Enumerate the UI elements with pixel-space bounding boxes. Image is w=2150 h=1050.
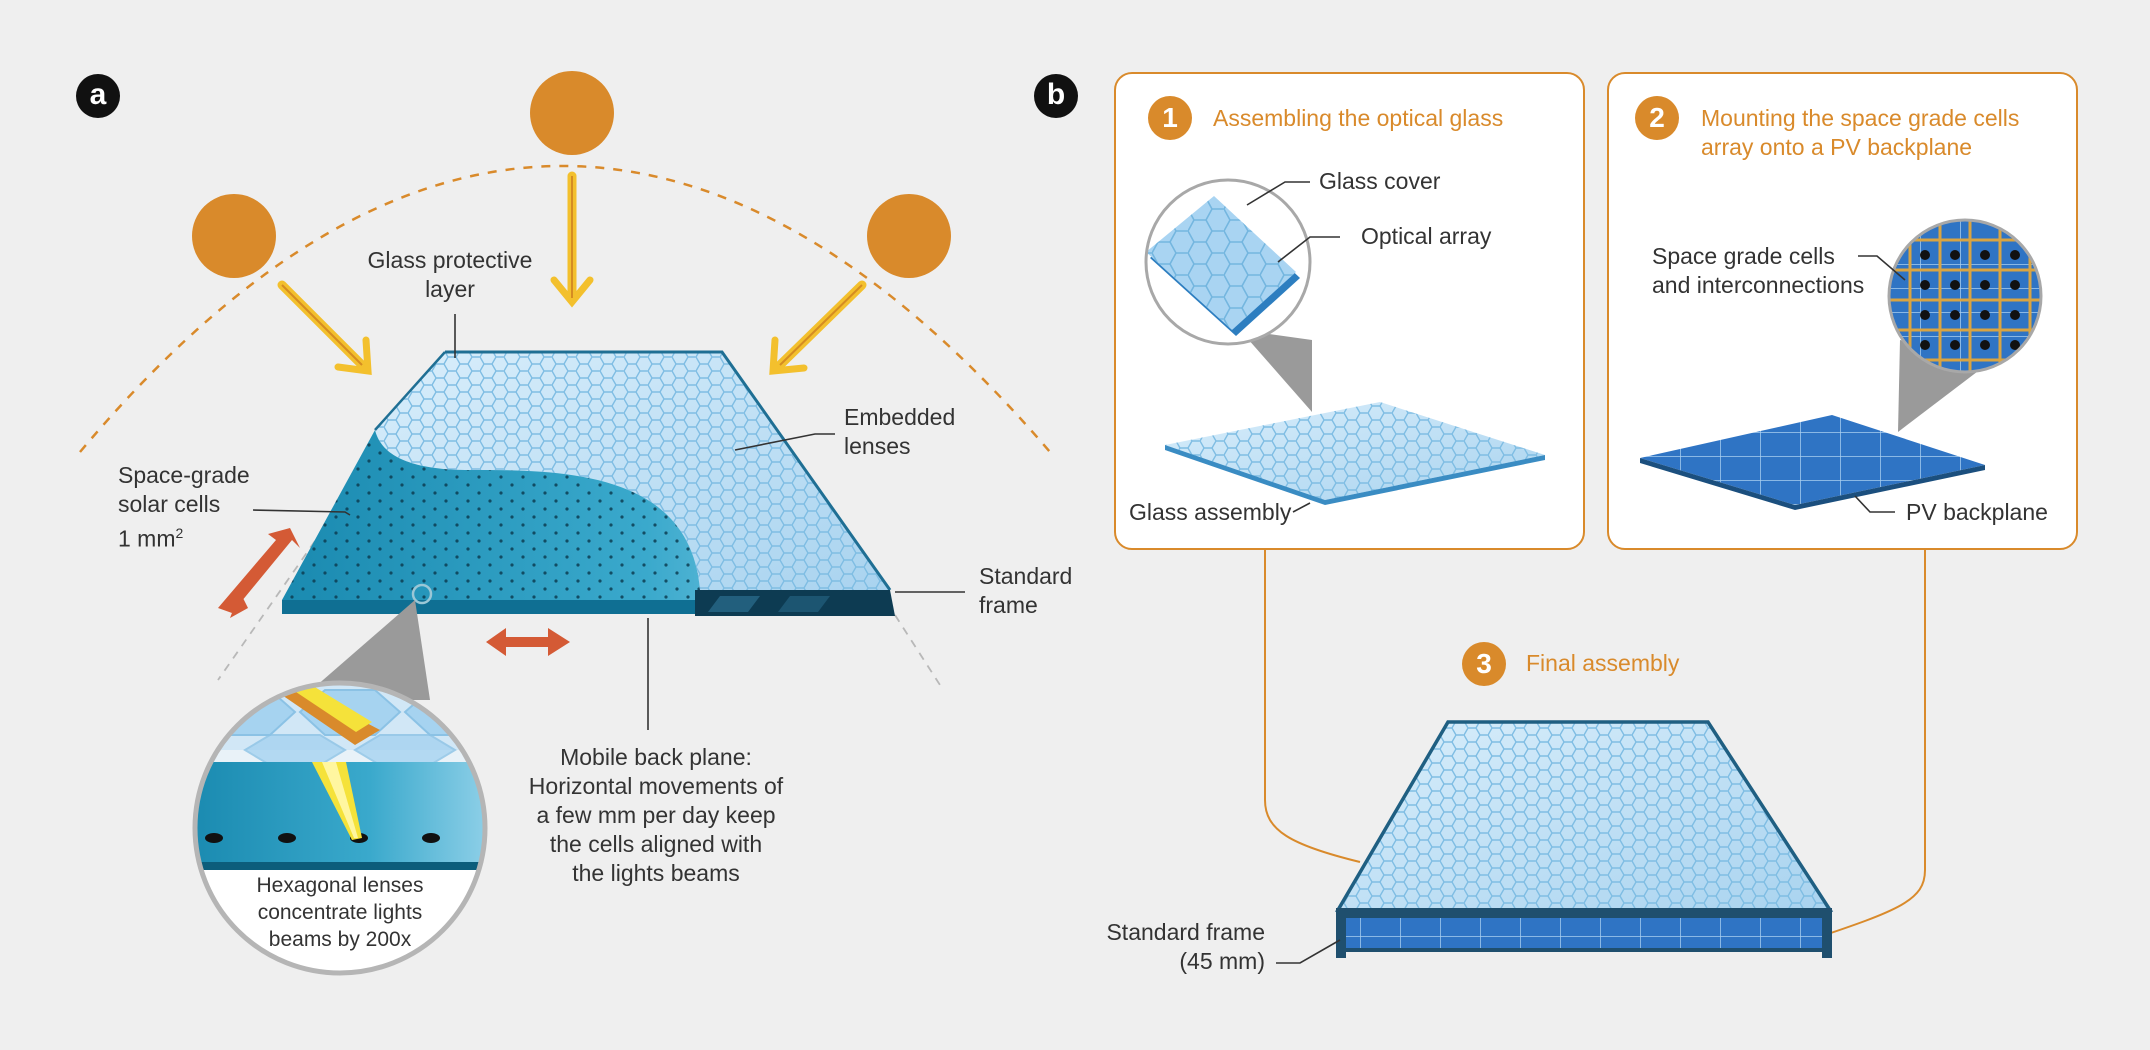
hexagonal-lenses-label: Hexagonal lenses concentrate lights beam… — [256, 874, 424, 951]
optical-array-label: Optical array — [1361, 223, 1492, 249]
final-assembly-illustration — [1334, 720, 1834, 958]
mobile-back-plane-label: Mobile back plane: Horizontal movements … — [528, 744, 784, 886]
glass-cover-label: Glass cover — [1319, 168, 1441, 194]
sun-left-icon — [192, 194, 276, 278]
glass-assembly-label: Glass assembly — [1129, 499, 1292, 525]
solar-module-illustration — [282, 350, 895, 616]
solar-cells-label: Space-grade solar cells 1 mm2 — [118, 462, 250, 552]
pv-backplane-label: PV backplane — [1906, 499, 2048, 525]
movement-arrow-icons — [218, 528, 570, 656]
standard-frame-label: Standard frame — [979, 563, 1073, 618]
step2-badge: 2 — [1635, 96, 1679, 140]
space-grade-cells-label: Space grade cells and interconnections — [1652, 243, 1865, 298]
magnifier-cone — [300, 600, 430, 700]
sun-top-icon — [530, 71, 614, 155]
sun-right-icon — [867, 194, 951, 278]
glass-layer-label: Glass protective layer — [367, 247, 533, 302]
step3-title: Final assembly — [1526, 650, 1680, 676]
step2-title: Mounting the space grade cells array ont… — [1701, 105, 2020, 160]
panel-b-label: b — [1034, 74, 1078, 118]
step1-title: Assembling the optical glass — [1213, 105, 1504, 131]
embedded-lenses-label: Embedded lenses — [844, 404, 956, 459]
panel-a-label: a — [76, 74, 120, 118]
sun-path-arc — [79, 164, 1051, 453]
step1-badge: 1 — [1148, 96, 1192, 140]
step3-badge: 3 — [1462, 642, 1506, 686]
final-standard-frame-label: Standard frame (45 mm) — [1106, 919, 1265, 974]
